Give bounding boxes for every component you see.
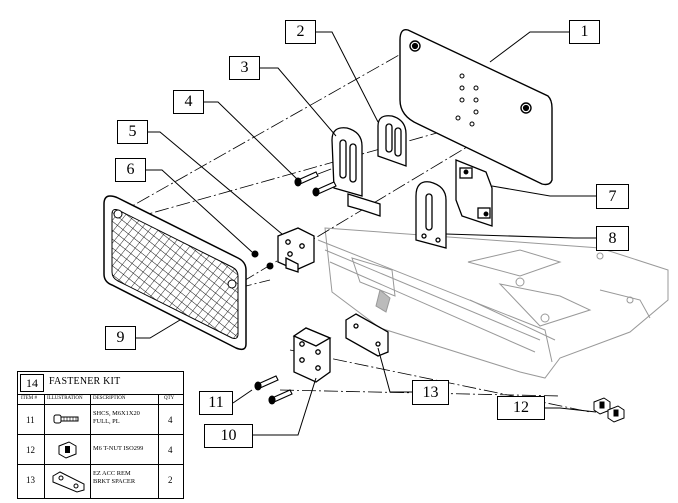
callout-8: 8 bbox=[596, 226, 629, 251]
callout-12: 12 bbox=[497, 396, 545, 420]
part-12-t-nuts bbox=[593, 397, 625, 423]
row-11-item: 11 bbox=[26, 415, 35, 425]
callout-11: 11 bbox=[199, 391, 233, 415]
row-12-qty: 4 bbox=[168, 445, 173, 455]
kit-header: 14 FASTENER KIT bbox=[18, 372, 183, 395]
row-11-qty: 4 bbox=[168, 415, 173, 425]
part-5-clamp-block bbox=[277, 227, 315, 273]
part-3-slotted-bracket bbox=[331, 127, 381, 217]
part-8-slotted-bracket bbox=[415, 181, 447, 249]
row-13-description-line1: EZ ACC REM bbox=[93, 470, 131, 477]
part-9-mesh-panel bbox=[103, 195, 247, 351]
t-nut-icon bbox=[58, 441, 77, 459]
footplate-rail bbox=[317, 227, 669, 379]
header-qty: QTY bbox=[164, 396, 175, 401]
callout-5: 5 bbox=[117, 120, 148, 144]
screw-icon bbox=[53, 414, 79, 424]
header-item: ITEM # bbox=[21, 396, 37, 401]
header-illustration: ILLUSTRATION bbox=[47, 396, 83, 401]
part-2-slotted-bracket bbox=[377, 115, 407, 167]
callout-10: 10 bbox=[204, 424, 253, 448]
part-7-bracket-plate bbox=[455, 159, 493, 227]
row-12-description-line1: M6 T-NUT ISO299 bbox=[93, 445, 144, 452]
part-11-screws bbox=[254, 375, 293, 405]
part-13-spacer bbox=[345, 313, 389, 357]
part-10-block bbox=[292, 327, 332, 383]
callout-4: 4 bbox=[173, 90, 204, 114]
row-12-item: 12 bbox=[26, 445, 35, 455]
callout-2: 2 bbox=[285, 20, 316, 44]
row-11-description-line1: SHCS, M6X1X20 bbox=[93, 410, 140, 417]
part-6-screws bbox=[251, 250, 274, 270]
header-description: DESCRIPTION bbox=[93, 396, 126, 401]
leader-lines bbox=[136, 31, 597, 436]
part-4-screws bbox=[294, 171, 337, 197]
spacer-icon bbox=[52, 471, 85, 493]
row-13-qty: 2 bbox=[168, 475, 173, 485]
row-13-item: 13 bbox=[26, 475, 35, 485]
kit-title: FASTENER KIT bbox=[49, 376, 121, 387]
part-1-mounting-plate bbox=[399, 29, 553, 186]
callout-9: 9 bbox=[105, 326, 136, 350]
kit-item-number: 14 bbox=[20, 374, 44, 392]
callout-6: 6 bbox=[115, 158, 146, 182]
row-13-description-line2: BRKT SPACER bbox=[93, 478, 136, 485]
callout-3: 3 bbox=[229, 56, 260, 80]
callout-13: 13 bbox=[412, 380, 449, 405]
fastener-kit-table: 14 FASTENER KIT ITEM # ILLUSTRATION DESC… bbox=[17, 371, 184, 499]
callout-1: 1 bbox=[569, 20, 600, 44]
row-11-description-line2: FULL, PL bbox=[93, 418, 120, 425]
callout-7: 7 bbox=[596, 184, 629, 209]
